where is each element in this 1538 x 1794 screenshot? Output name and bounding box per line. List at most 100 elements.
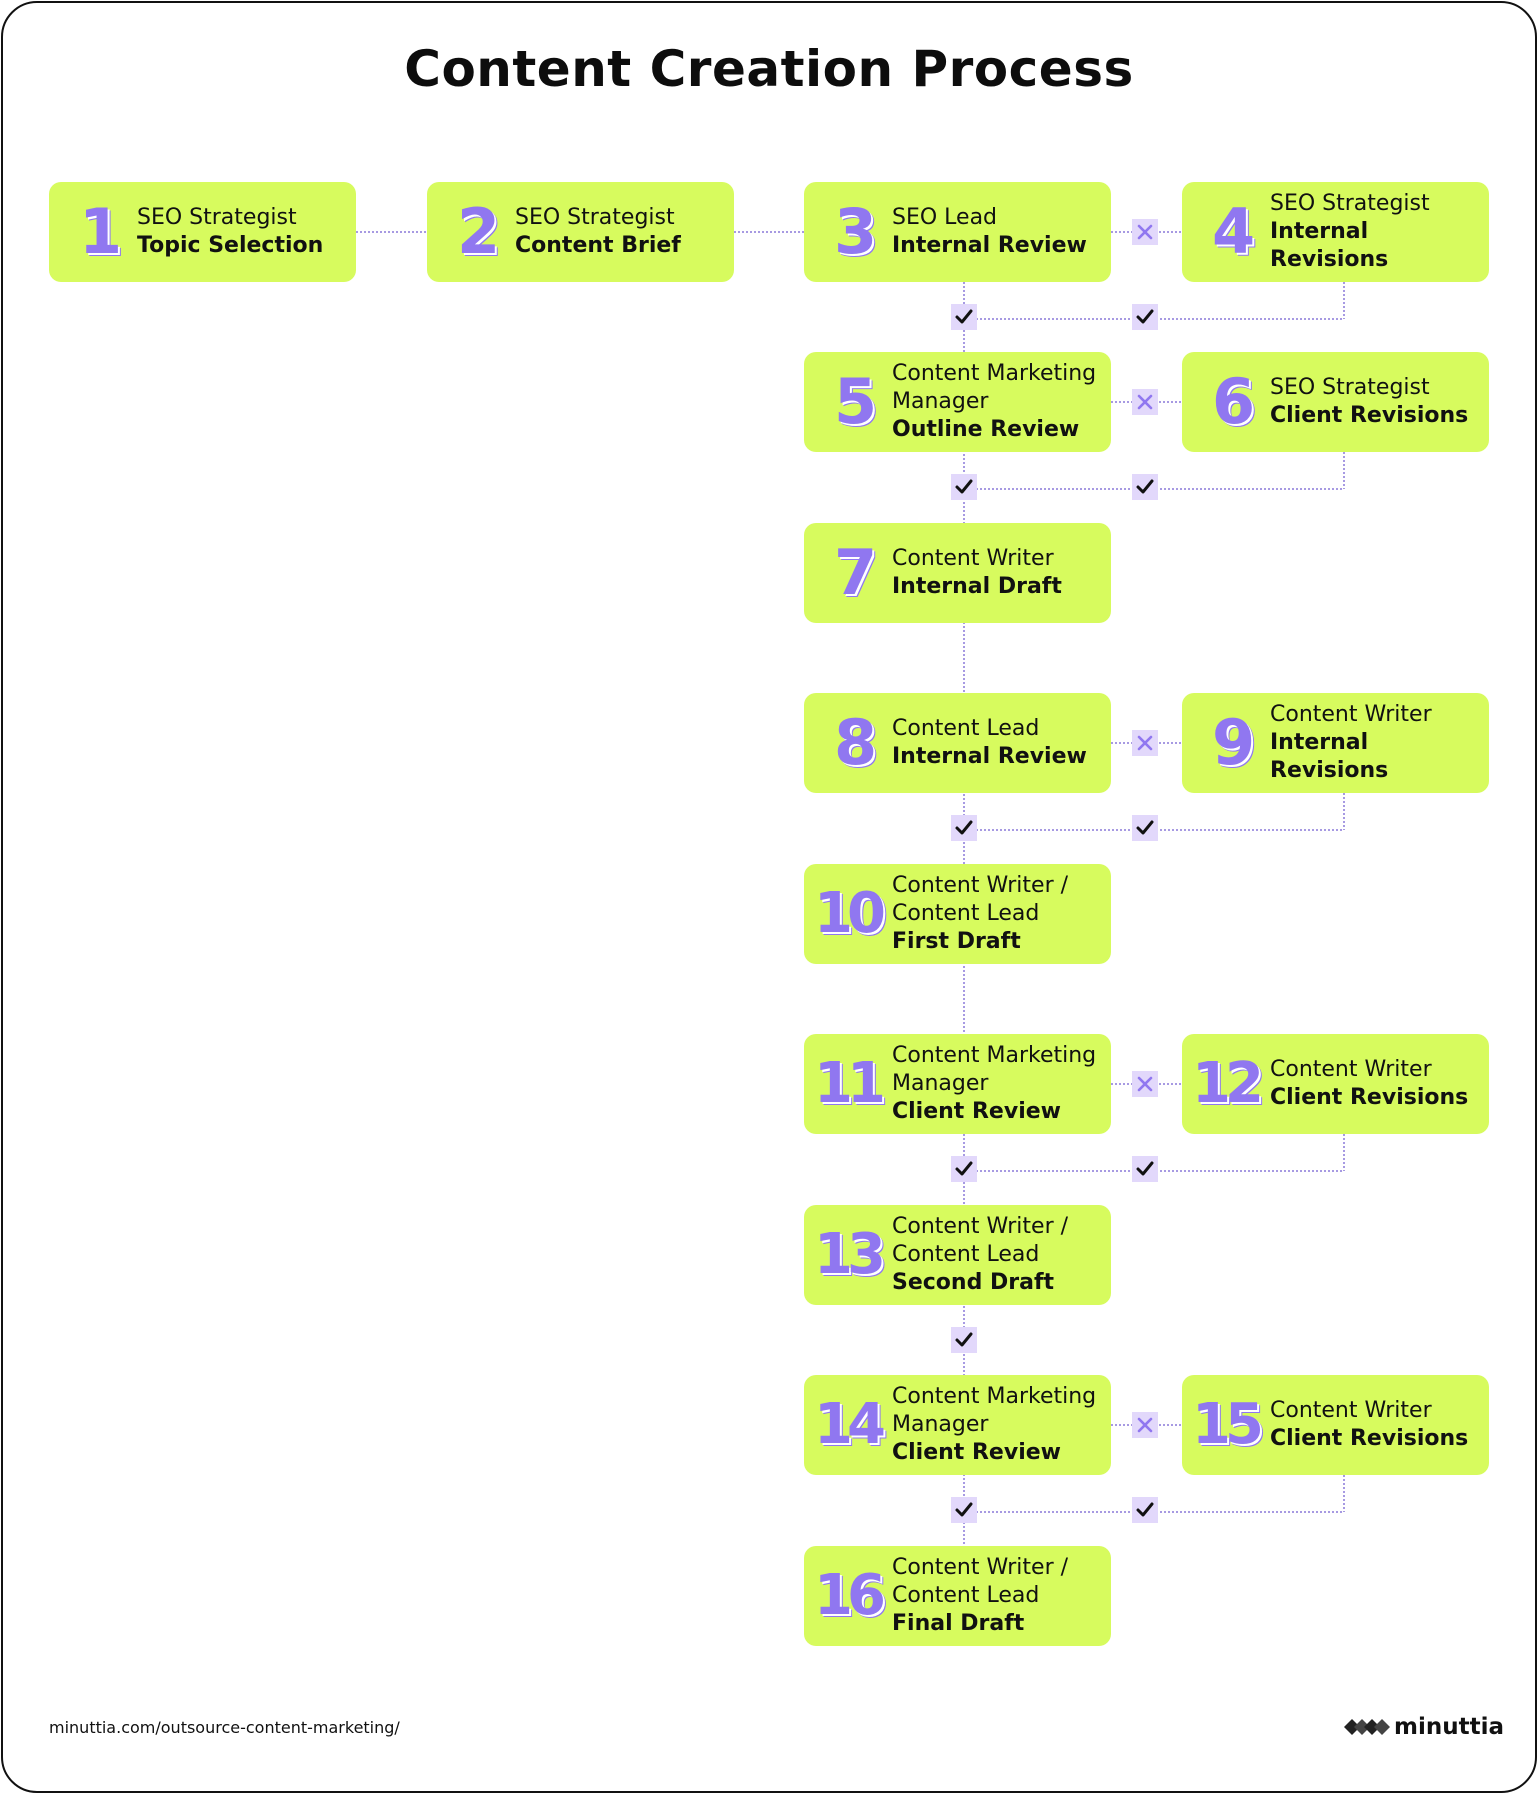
step-task: Client Review	[892, 1099, 1061, 1124]
approve-marker	[951, 1327, 977, 1353]
approve-marker	[951, 304, 977, 330]
reject-marker	[1132, 219, 1158, 245]
approve-marker	[951, 474, 977, 500]
brand-mark-icon	[1344, 1719, 1390, 1735]
step-number: 3	[834, 195, 877, 268]
step-number: 5	[834, 365, 877, 438]
approve-marker	[1132, 1156, 1158, 1182]
check-icon	[1136, 479, 1154, 494]
step-task: Topic Selection	[137, 233, 324, 258]
step-role: Manager	[892, 1412, 989, 1437]
x-icon	[1137, 1417, 1153, 1433]
approve-marker	[1132, 474, 1158, 500]
step-role: Manager	[892, 1071, 989, 1096]
step-role: Content Lead	[892, 901, 1040, 926]
reject-marker	[1132, 389, 1158, 415]
step-number: 1	[79, 195, 122, 268]
step-task: Internal Draft	[892, 574, 1062, 599]
step-number: 10	[814, 881, 886, 946]
step-task: Final Draft	[892, 1611, 1025, 1636]
step-task: Internal Review	[892, 233, 1087, 258]
brand-logo: minuttia	[1344, 1714, 1504, 1740]
step-number: 4	[1212, 195, 1255, 268]
step-task: First Draft	[892, 929, 1021, 954]
step-number: 16	[814, 1563, 886, 1628]
x-icon	[1137, 1076, 1153, 1092]
step-role: SEO Strategist	[137, 205, 297, 230]
footer-url[interactable]: minuttia.com/outsource-content-marketing…	[49, 1718, 400, 1737]
step-task: Content Brief	[515, 233, 681, 258]
step-number: 8	[834, 706, 877, 779]
brand-name: minuttia	[1394, 1714, 1504, 1740]
step-role: Content Marketing	[892, 361, 1097, 386]
step-role: Content Writer /	[892, 1555, 1069, 1580]
x-icon	[1137, 394, 1153, 410]
step-task: Client Revisions	[1270, 1085, 1469, 1110]
step-role: SEO Strategist	[1270, 191, 1430, 216]
check-icon	[1136, 1161, 1154, 1176]
check-icon	[1136, 309, 1154, 324]
step-role: Content Writer	[1270, 702, 1432, 727]
step-role: Content Writer /	[892, 873, 1069, 898]
step-role: Manager	[892, 389, 989, 414]
reject-marker	[1132, 1071, 1158, 1097]
step-number: 6	[1212, 365, 1255, 438]
step-task: Client Revisions	[1270, 1426, 1469, 1451]
step-role: SEO Strategist	[1270, 375, 1430, 400]
step-number: 9	[1212, 706, 1255, 779]
step-number: 11	[814, 1051, 886, 1116]
x-icon	[1137, 735, 1153, 751]
approve-marker	[1132, 815, 1158, 841]
diagram-title: Content Creation Process	[404, 40, 1134, 98]
step-task: Internal Revisions	[1270, 219, 1389, 272]
step-role: Content Lead	[892, 716, 1040, 741]
step-number: 7	[834, 536, 877, 609]
step-role: SEO Lead	[892, 205, 998, 230]
step-task: Internal Revisions	[1270, 730, 1389, 783]
step-task: Client Review	[892, 1440, 1061, 1465]
approve-marker	[951, 1156, 977, 1182]
check-icon	[955, 1502, 973, 1517]
approve-marker	[951, 815, 977, 841]
step-role: Content Writer /	[892, 1214, 1069, 1239]
step-number: 12	[1192, 1051, 1264, 1116]
approve-marker	[1132, 1497, 1158, 1523]
step-role: Content Marketing	[892, 1043, 1097, 1068]
approve-marker	[1132, 304, 1158, 330]
step-role: Content Lead	[892, 1583, 1040, 1608]
step-number: 14	[814, 1392, 886, 1457]
reject-marker	[1132, 730, 1158, 756]
step-task: Client Revisions	[1270, 403, 1469, 428]
step-role: Content Writer	[1270, 1057, 1432, 1082]
check-icon	[955, 1332, 973, 1347]
step-task: Outline Review	[892, 417, 1080, 442]
check-icon	[955, 1161, 973, 1176]
step-number: 15	[1192, 1392, 1264, 1457]
check-icon	[955, 479, 973, 494]
reject-marker	[1132, 1412, 1158, 1438]
